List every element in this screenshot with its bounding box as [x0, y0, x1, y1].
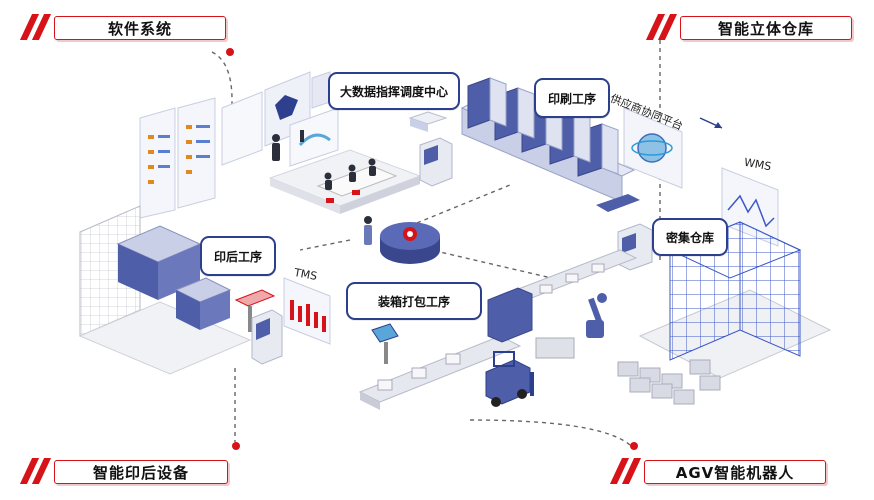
- banner-dot: [630, 442, 638, 450]
- bubble-packing-process: 装箱打包工序: [346, 282, 482, 320]
- storage-rack: [617, 221, 832, 405]
- banner-label: 智能印后设备: [54, 460, 228, 484]
- bubble-dense-warehouse: 密集仓库: [652, 218, 728, 256]
- banner-label: 智能立体仓库: [680, 16, 852, 40]
- central-hub: [364, 216, 440, 264]
- bubble-printing-process: 印刷工序: [534, 78, 610, 118]
- banner-post-press-equipment: 智能印后设备: [19, 442, 240, 484]
- banner-dot: [226, 48, 234, 56]
- tms-chart-screen: [283, 277, 331, 345]
- printing-press-line: [460, 77, 640, 212]
- banner-label: 软件系统: [54, 16, 226, 40]
- info-kiosk-top: [408, 111, 453, 187]
- software-screens: [139, 97, 216, 219]
- post-press-machines: [78, 205, 283, 375]
- control-center: [221, 71, 422, 214]
- banner-dot: [232, 442, 240, 450]
- packing-station: [358, 287, 533, 410]
- banner-smart-warehouse: 智能立体仓库: [644, 14, 854, 40]
- banner-software-system: 软件系统: [19, 14, 234, 56]
- agv-forklift: [485, 351, 534, 407]
- supplier-platform-screen: [623, 107, 723, 189]
- bubble-post-press-process: 印后工序: [200, 236, 276, 276]
- banner-label: AGV智能机器人: [644, 460, 826, 484]
- bubble-big-data-center: 大数据指挥调度中心: [328, 72, 460, 110]
- banner-agv-robot: AGV智能机器人: [608, 442, 856, 484]
